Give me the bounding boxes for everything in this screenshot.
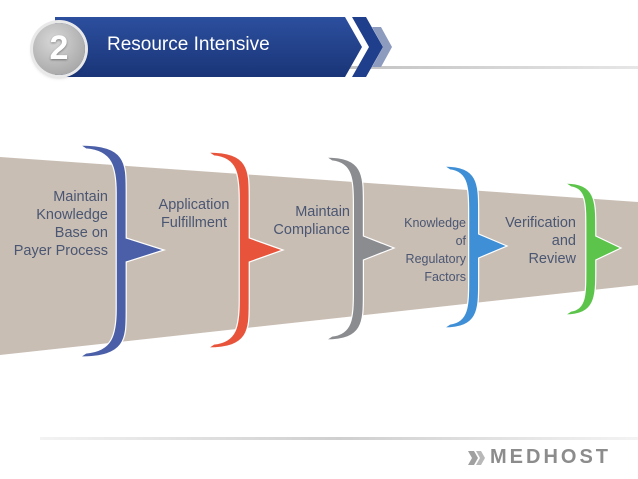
stage-label-line: Knowledge [404,216,466,230]
stage-label-line: Maintain [295,204,350,220]
step-number-badge: 2 [33,23,85,75]
stage-label-line: Regulatory [405,252,466,266]
stage-bracket-arrow [206,151,285,349]
chevron-right-icon [352,17,383,77]
stage-label-line: Review [528,251,576,267]
stage-label-line: and [551,233,576,249]
stage-label-line: Compliance [273,222,350,238]
stage-label-line: Application [158,197,230,213]
stage-label-line: Knowledge [36,207,108,223]
chevron-right-icon [372,27,392,67]
header-divider [300,66,638,69]
stage-bracket-arrow [563,182,623,316]
stage-label-line: Verification [505,215,576,231]
stage-label-line: Factors [424,270,466,284]
stage-label-line: Base on [54,225,108,241]
logo-mark-icon [468,451,485,465]
footer-divider [40,437,638,440]
step-number: 2 [49,29,69,67]
stage-label-line: Payer Process [13,243,108,259]
stage-bracket-arrow [78,144,166,358]
stage-bracket-arrow [442,165,509,329]
stage-label-line: Fulfillment [160,215,228,231]
stage-label-line: of [455,234,466,248]
page-title: Resource Intensive [107,34,270,55]
stage-bracket-arrow [324,156,396,341]
title-banner [55,17,392,77]
stage-label-line: Maintain [53,189,108,205]
logo-text: MEDHOST [490,446,611,468]
medhost-logo: MEDHOST [468,446,618,470]
